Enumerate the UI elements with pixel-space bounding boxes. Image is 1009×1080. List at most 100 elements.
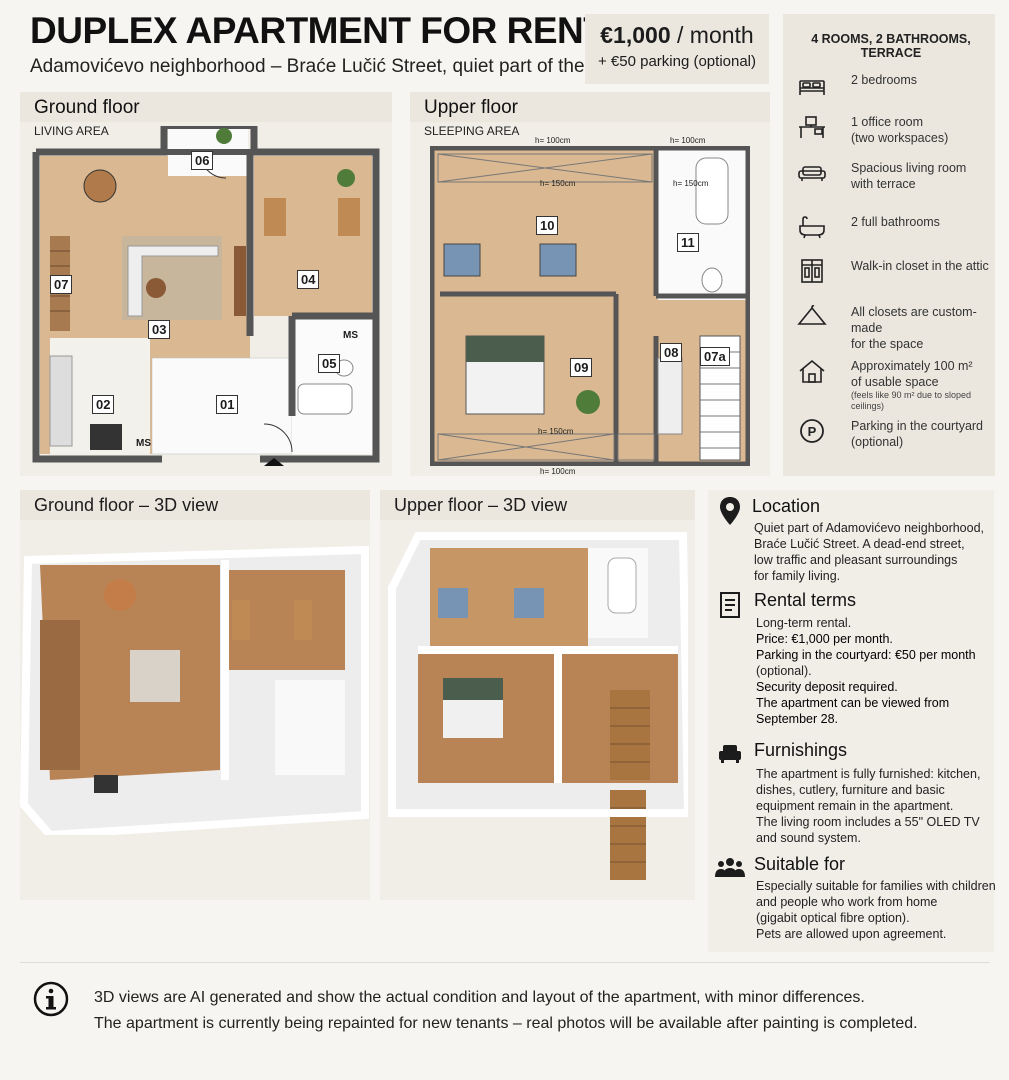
parking-icon: P [800,419,824,443]
text-line: Quiet part of Adamovićevo neighborhood, [754,521,985,535]
text-line: dishes, cutlery, furniture and basic [756,783,945,797]
page-title: DUPLEX APARTMENT FOR RENT [30,10,606,51]
feature-text: 2 bedrooms [851,73,918,87]
text-line: Price: €1,000 per month. [756,632,893,646]
upper-floor-plan [430,146,750,466]
ground-3d-panel: Ground floor – 3D view [20,490,370,900]
footer-note: 3D views are AI generated and show the a… [94,985,918,1037]
text-line: (optional). [756,664,812,678]
price-amount: €1,000 [600,22,671,48]
ground-3d-render [20,545,369,835]
feature-text: Parking in the courtyard [851,419,984,433]
footer-line-2: The apartment is currently being repaint… [94,1015,918,1032]
furnishings-section: Furnishings The apartment is fully furni… [718,740,994,850]
dimension-label: h= 100cm [535,136,571,145]
text-line: low traffic and pleasant surroundings [754,553,958,567]
room-label-05: 05 [318,354,341,373]
upper-3d-title: Upper floor – 3D view [380,490,695,520]
feature-note: (feels like 90 m² due to sloped ceilings… [851,390,972,411]
feature-living-room: Spacious living room with terrace [797,160,1001,192]
ms-label: MS [136,438,151,449]
rental-text: Long-term rental. Price: €1,000 per mont… [756,615,996,727]
room-label-06: 06 [191,151,214,170]
text-line: and sound system. [756,831,861,845]
footer-line-1: 3D views are AI generated and show the a… [94,989,865,1006]
suitable-text: Especially suitable for families with ch… [756,878,1001,942]
feature-text: All closets are custom-made [851,305,977,335]
ground-floor-panel: Ground floor LIVING AREA [20,92,392,476]
house-icon [799,359,825,383]
text-line: equipment remain in the apartment. [756,799,954,813]
dimension-label: h= 100cm [670,136,706,145]
feature-text: Walk-in closet in the attic [851,259,989,273]
dimension-label: h= 100cm [540,467,576,476]
feature-custom-closets: All closets are custom-made for the space [797,304,1001,352]
room-label-04: 04 [297,270,320,289]
armchair-icon [719,745,741,763]
price-main: €1,000 / month [585,22,769,49]
upper-floor-title: Upper floor [410,92,770,122]
svg-text:P: P [808,424,817,439]
feature-bathrooms: 2 full bathrooms [797,214,1001,240]
price-unit: / month [670,22,754,48]
upper-floor-subtitle: SLEEPING AREA [424,124,520,138]
upper-3d-render [388,532,688,880]
feature-text: 1 office room [851,115,924,129]
room-label-01: 01 [216,395,239,414]
feature-text-2: (two workspaces) [851,131,949,145]
furnishings-text: The apartment is fully furnished: kitche… [756,766,996,846]
feature-parking: P Parking in the courtyard (optional) [797,418,1001,450]
text-line: The apartment is fully furnished: kitche… [756,767,981,781]
room-label-03: 03 [148,320,171,339]
text-line: for family living. [754,569,841,583]
bed-icon [799,80,825,95]
location-title: Location [752,496,821,516]
footer-divider [20,962,990,963]
text-line: September 28. [756,712,838,726]
text-line: The living room includes a 55" OLED TV [756,815,980,829]
wardrobe-icon [801,259,823,283]
sofa-icon [798,166,826,181]
ms-label: MS [343,330,358,341]
ground-floor-title: Ground floor [20,92,392,122]
ground-floor-subtitle: LIVING AREA [34,124,109,138]
upper-3d-panel: Upper floor – 3D view [380,490,695,900]
text-line: and people who work from home [756,895,938,909]
text-line: Especially suitable for families with ch… [756,879,996,893]
feature-text-2: for the space [851,337,924,351]
rental-section: Rental terms Long-term rental. Price: €1… [718,590,994,730]
feature-bedrooms: 2 bedrooms [797,72,1001,98]
location-text: Quiet part of Adamovićevo neighborhood, … [754,520,994,584]
feature-text: Approximately 100 m² [851,359,973,373]
dimension-label: h= 150cm [538,427,574,436]
people-icon [715,858,745,877]
info-panel: Location Quiet part of Adamovićevo neigh… [708,490,996,952]
feature-text-2: with terrace [851,177,916,191]
room-label-11: 11 [677,233,699,252]
location-pin-icon [720,497,740,525]
text-line: The apartment can be viewed from [756,696,950,710]
feature-text-2: (optional) [851,435,904,449]
text-line: Parking in the courtyard: €50 per month [756,648,976,662]
ground-3d-title: Ground floor – 3D view [20,490,370,520]
room-label-07a: 07a [700,347,730,366]
bathtub-icon [799,216,825,239]
feature-office: 1 office room (two workspaces) [797,114,1001,146]
info-icon [33,981,69,1017]
document-icon [720,592,740,618]
suitable-section: Suitable for Especially suitable for fam… [715,854,996,950]
room-label-10: 10 [536,216,559,235]
text-line: Pets are allowed upon agreement. [756,927,947,941]
location-section: Location Quiet part of Adamovićevo neigh… [718,496,994,592]
price-parking: + €50 parking (optional) [597,53,757,70]
feature-text: Spacious living room [851,161,967,175]
text-line: Braće Lučić Street. A dead-end street, [754,537,965,551]
price-box: €1,000 / month + €50 parking (optional) [585,14,769,84]
features-heading: 4 ROOMS, 2 BATHROOMS, TERRACE [811,32,971,60]
text-line: (gigabit optical fibre option). [756,911,910,925]
feature-text: 2 full bathrooms [851,215,940,229]
dimension-label: h= 150cm [540,179,576,188]
upper-floor-panel: Upper floor SLEEPING AREA h= 100cm h= 10… [410,92,770,476]
room-label-09: 09 [570,358,593,377]
